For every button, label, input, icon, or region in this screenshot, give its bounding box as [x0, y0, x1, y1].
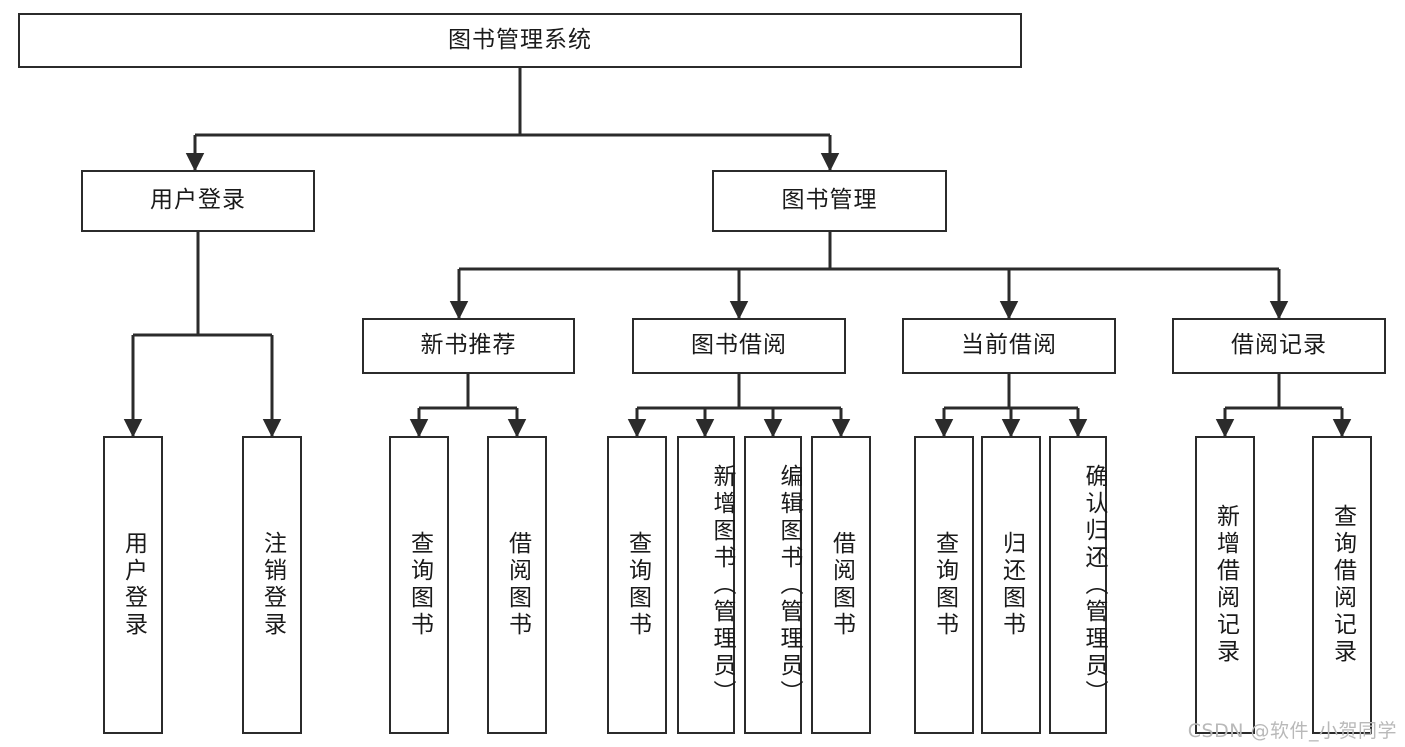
node-leaf-edit-book-admin-label: 编辑图书（管理员） — [776, 463, 802, 707]
node-root-label: 图书管理系统 — [448, 26, 592, 53]
node-current-borrow[interactable]: 当前借阅 — [902, 318, 1116, 374]
node-user-login-label: 用户登录 — [150, 187, 246, 214]
node-user-login[interactable]: 用户登录 — [81, 170, 315, 232]
node-book-borrow[interactable]: 图书借阅 — [632, 318, 846, 374]
node-leaf-logout-label: 注销登录 — [259, 531, 286, 639]
node-leaf-confirm-return-admin-label: 确认归还（管理员） — [1081, 463, 1107, 707]
node-leaf-query-borrow-record[interactable]: 查询借阅记录 — [1312, 436, 1372, 734]
node-leaf-borrow-book-label: 借阅图书 — [828, 531, 855, 639]
node-leaf-query-book-borrow[interactable]: 查询图书 — [607, 436, 667, 734]
node-leaf-query-borrow-record-label: 查询借阅记录 — [1329, 504, 1356, 666]
node-leaf-add-book-admin[interactable]: 新增图书（管理员） — [677, 436, 735, 734]
node-leaf-return-book[interactable]: 归还图书 — [981, 436, 1041, 734]
node-leaf-borrow-book-recommend-label: 借阅图书 — [504, 531, 531, 639]
node-leaf-edit-book-admin[interactable]: 编辑图书（管理员） — [744, 436, 802, 734]
node-new-book-recommend[interactable]: 新书推荐 — [362, 318, 575, 374]
node-borrow-record-label: 借阅记录 — [1231, 332, 1327, 359]
node-book-borrow-label: 图书借阅 — [691, 332, 787, 359]
node-leaf-borrow-book-recommend[interactable]: 借阅图书 — [487, 436, 547, 734]
node-leaf-add-book-admin-label: 新增图书（管理员） — [709, 463, 735, 707]
node-leaf-borrow-book[interactable]: 借阅图书 — [811, 436, 871, 734]
node-borrow-record[interactable]: 借阅记录 — [1172, 318, 1386, 374]
node-leaf-logout[interactable]: 注销登录 — [242, 436, 302, 734]
node-leaf-query-book-recommend-label: 查询图书 — [406, 531, 433, 639]
node-leaf-query-book-recommend[interactable]: 查询图书 — [389, 436, 449, 734]
node-leaf-user-login[interactable]: 用户登录 — [103, 436, 163, 734]
node-leaf-add-borrow-record-label: 新增借阅记录 — [1212, 504, 1239, 666]
node-leaf-add-borrow-record[interactable]: 新增借阅记录 — [1195, 436, 1255, 734]
node-root-book-management-system[interactable]: 图书管理系统 — [18, 13, 1022, 68]
node-leaf-query-book-current[interactable]: 查询图书 — [914, 436, 974, 734]
node-book-management-label: 图书管理 — [781, 187, 878, 214]
node-leaf-confirm-return-admin[interactable]: 确认归还（管理员） — [1049, 436, 1107, 734]
node-current-borrow-label: 当前借阅 — [961, 332, 1057, 359]
node-leaf-query-book-borrow-label: 查询图书 — [624, 531, 651, 639]
node-book-management[interactable]: 图书管理 — [712, 170, 947, 232]
node-leaf-query-book-current-label: 查询图书 — [931, 531, 958, 639]
node-new-book-recommend-label: 新书推荐 — [420, 332, 517, 359]
node-leaf-user-login-label: 用户登录 — [120, 531, 147, 639]
csdn-watermark: CSDN @软件_小贺同学 — [1187, 720, 1397, 742]
node-leaf-return-book-label: 归还图书 — [998, 531, 1025, 639]
